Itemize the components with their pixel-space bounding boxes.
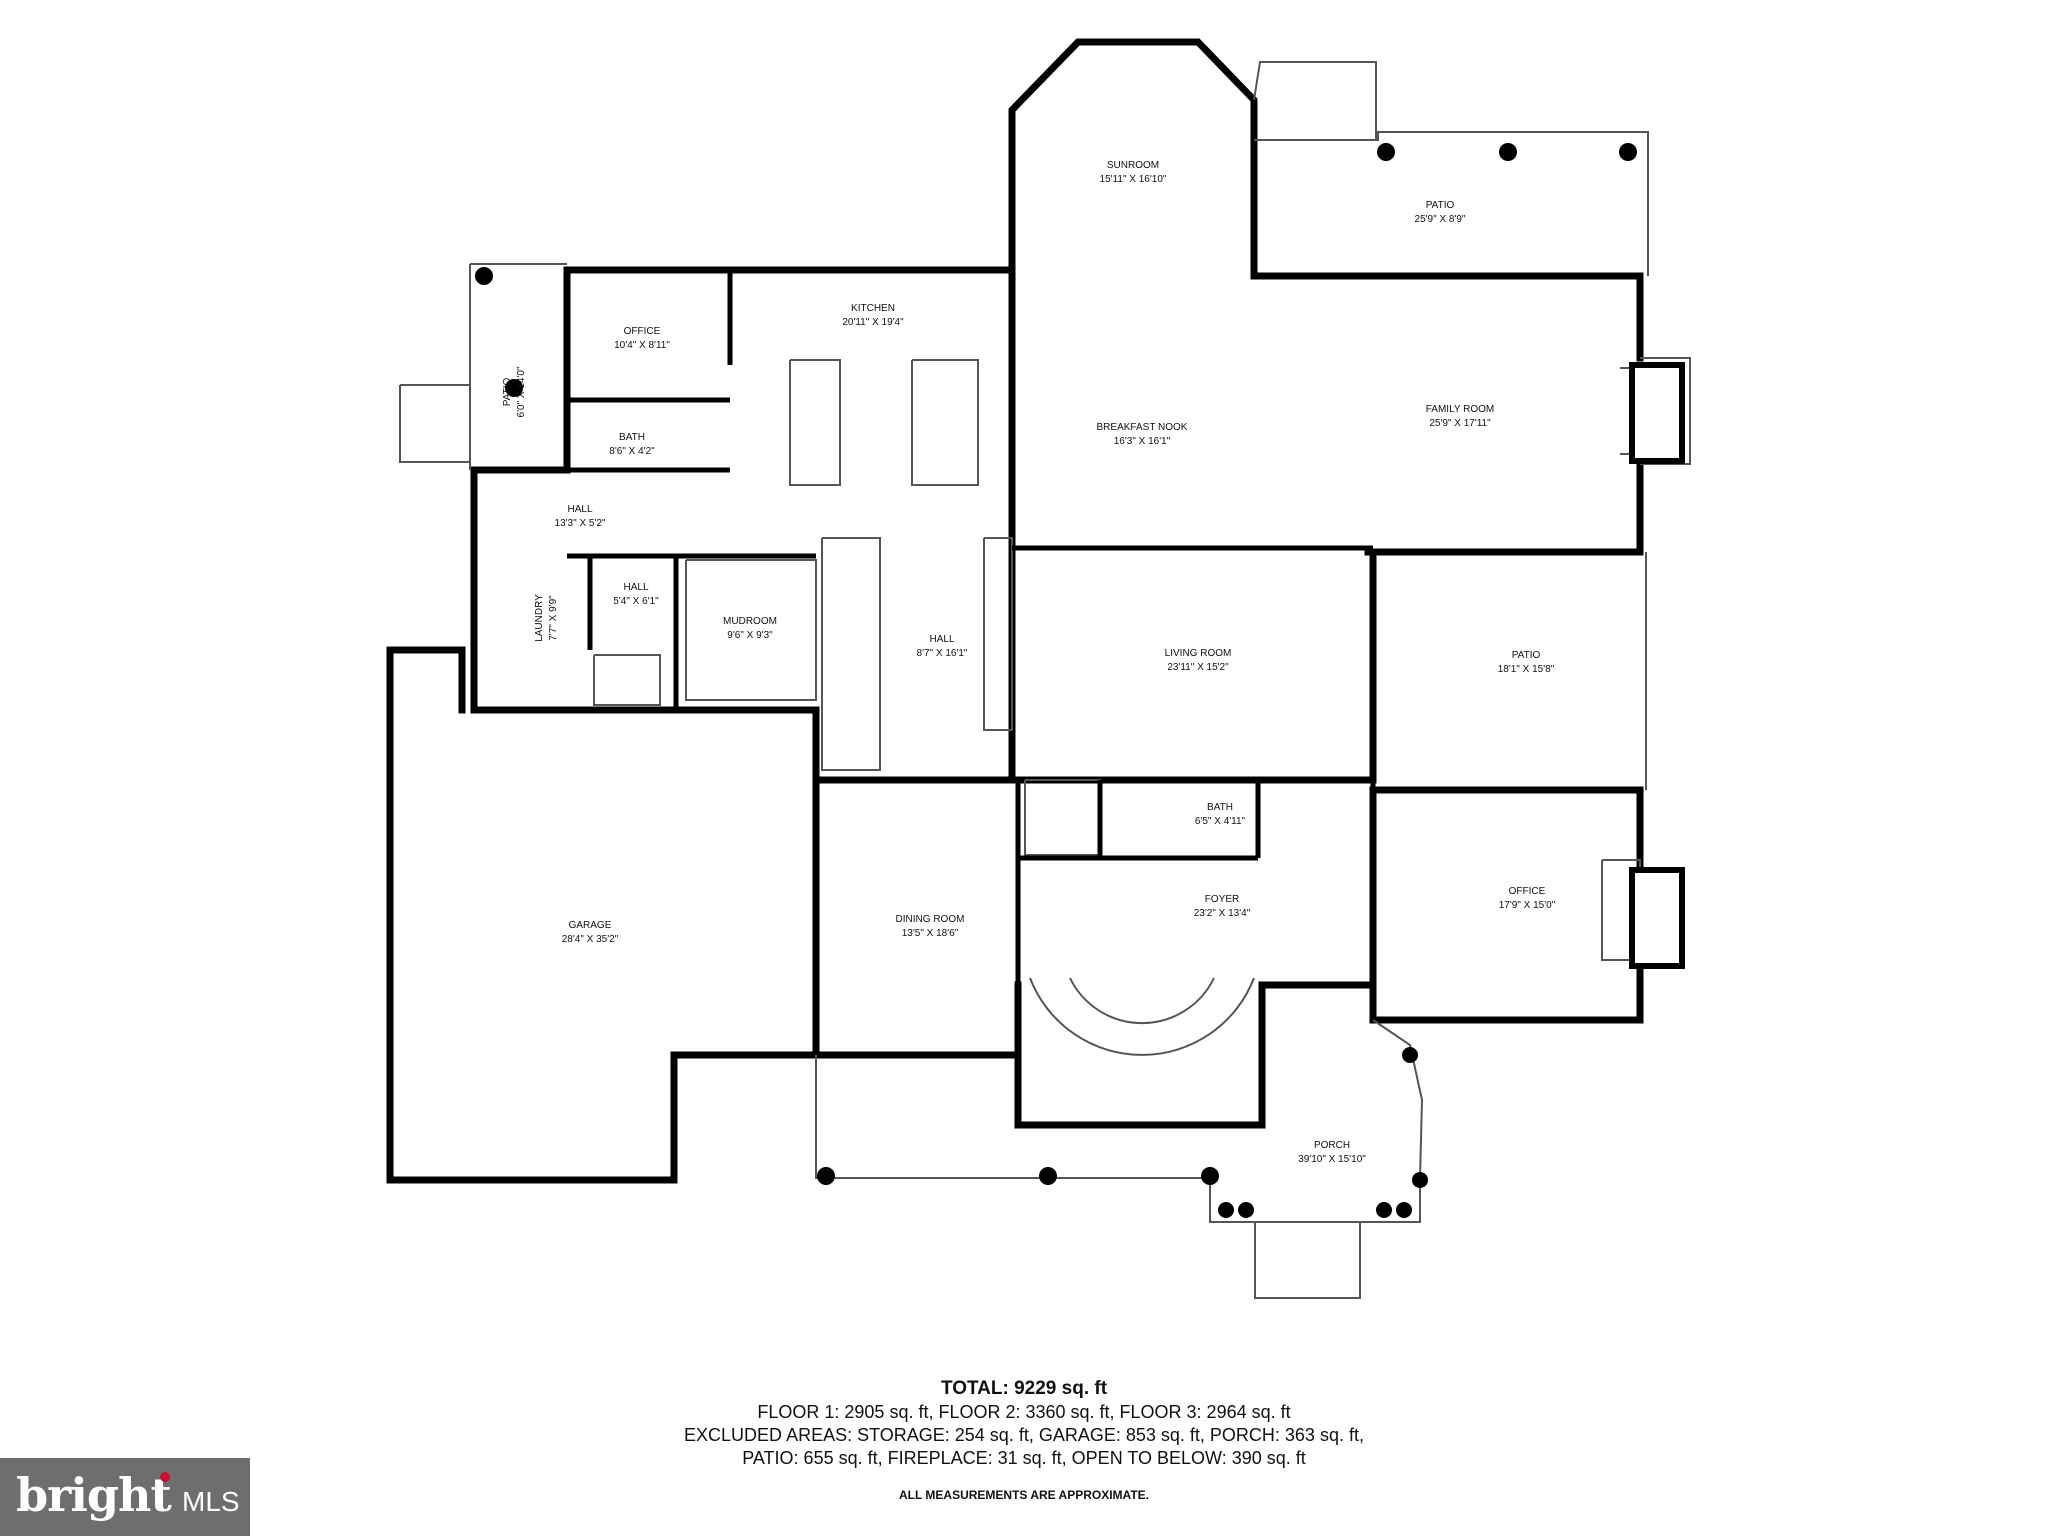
room-dims: 6'0" X 14'0" <box>516 366 527 417</box>
room-dims: 17'9" X 15'0" <box>1499 900 1556 911</box>
room-dims: 8'7" X 16'1" <box>917 648 968 659</box>
total-area: TOTAL: 9229 sq. ft <box>940 1378 1108 1399</box>
room-dims: 7'7" X 9'9" <box>548 595 559 641</box>
room-dims: 23'11" X 15'2" <box>1167 662 1229 673</box>
room-dims: 18'1" X 15'8" <box>1498 664 1555 675</box>
room-name: OFFICE <box>624 326 661 337</box>
logo-brand: bright <box>16 1468 172 1522</box>
room-dims: 6'5" X 4'11" <box>1195 816 1246 827</box>
column-dots <box>475 143 1637 1218</box>
room-name: DINING ROOM <box>896 914 965 925</box>
room-name: FOYER <box>1205 894 1239 905</box>
exterior-walls <box>386 38 1644 1184</box>
room-dims: 13'5" X 18'6" <box>902 928 959 939</box>
thin-outlines <box>399 61 1691 1299</box>
room-name: SUNROOM <box>1107 160 1159 171</box>
room-name: FAMILY ROOM <box>1426 404 1495 415</box>
room-name: GARAGE <box>569 920 612 931</box>
floor-areas: FLOOR 1: 2905 sq. ft, FLOOR 2: 3360 sq. … <box>757 1402 1291 1422</box>
room-name: LIVING ROOM <box>1165 648 1232 659</box>
room-name: BATH <box>1207 802 1233 813</box>
interior-walls <box>567 270 1376 1125</box>
room-dims: 28'4" X 35'2" <box>562 934 619 945</box>
room-name: PATIO <box>502 378 513 407</box>
room-dims: 16'3" X 16'1" <box>1114 436 1171 447</box>
disclaimer: ALL MEASUREMENTS ARE APPROXIMATE. <box>898 1488 1149 1502</box>
room-dims: 25'9" X 8'9" <box>1415 214 1466 225</box>
room-dims: 15'11" X 16'10" <box>1100 174 1167 185</box>
room-name: BREAKFAST NOOK <box>1097 422 1188 433</box>
excluded-areas-continued: PATIO: 655 sq. ft, FIREPLACE: 31 sq. ft,… <box>742 1448 1306 1468</box>
room-name: HALL <box>929 634 954 645</box>
room-dims: 13'3" X 5'2" <box>555 518 606 529</box>
room-name: PATIO <box>1512 650 1541 661</box>
room-dims: 10'4" X 8'11" <box>614 340 670 351</box>
room-name: LAUNDRY <box>534 594 545 642</box>
room-dims: 8'6" X 4'2" <box>609 446 655 457</box>
room-dims: 39'10" X 15'10" <box>1298 1154 1366 1165</box>
room-name: PORCH <box>1314 1140 1350 1151</box>
excluded-areas: EXCLUDED AREAS: STORAGE: 254 sq. ft, GAR… <box>684 1425 1364 1445</box>
room-name: HALL <box>623 582 648 593</box>
room-name: BATH <box>619 432 645 443</box>
room-dims: 9'6" X 9'3" <box>727 630 773 641</box>
logo-accent-dot <box>160 1472 170 1482</box>
room-name: HALL <box>567 504 592 515</box>
fireplace-icon <box>1629 362 1685 969</box>
room-name: PATIO <box>1426 200 1455 211</box>
logo-suffix: MLS <box>182 1486 240 1517</box>
room-dims: 23'2" X 13'4" <box>1194 908 1251 919</box>
room-name: KITCHEN <box>851 303 895 314</box>
room-labels: SUNROOM 15'11" X 16'10" PATIO 25'9" X 8'… <box>502 160 1556 1165</box>
room-dims: 20'11" X 19'4" <box>842 317 904 328</box>
room-dims: 5'4" X 6'1" <box>613 596 659 607</box>
room-name: OFFICE <box>1509 886 1546 897</box>
room-name: MUDROOM <box>723 616 777 627</box>
room-dims: 25'9" X 17'11" <box>1429 418 1491 429</box>
bright-mls-logo: bright MLS <box>0 1458 250 1536</box>
